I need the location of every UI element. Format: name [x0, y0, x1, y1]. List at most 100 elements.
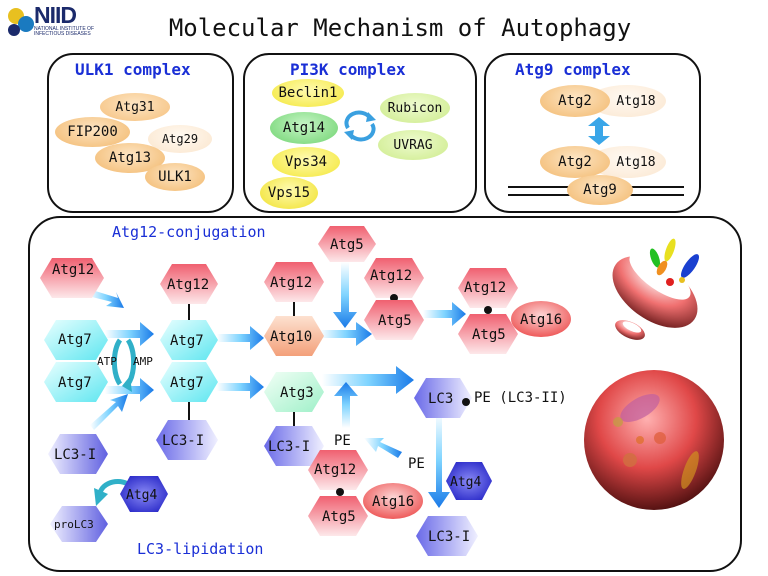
beclin1-label: Beclin1: [278, 85, 338, 101]
uvrag-node: UVRAG: [378, 130, 448, 160]
atg31-label: Atg31: [115, 99, 155, 115]
atg4-b-label: Atg4: [450, 475, 481, 490]
atg13-label: Atg13: [108, 150, 152, 166]
arrow-lc3i-to-atg7: [90, 394, 128, 430]
logo-subtitle: NATIONAL INSTITUTE OF INFECTIOUS DISEASE…: [34, 26, 95, 37]
arrow-lc3-down: [428, 412, 450, 508]
atg5-hex-d: [308, 496, 368, 536]
atg14-label: Atg14: [282, 120, 326, 136]
phagophore-illustration: [612, 238, 700, 340]
pe-lc3ii-label: PE (LC3-II): [474, 390, 567, 406]
rubicon-label: Rubicon: [387, 100, 443, 116]
atg7-b-label: Atg7: [58, 375, 92, 391]
arrow-up-to-atg3: [334, 382, 358, 428]
uvrag-label: UVRAG: [393, 137, 433, 153]
bond-dot: [462, 398, 470, 406]
atg2-bot-label: Atg2: [558, 154, 592, 170]
rubicon-node: Rubicon: [380, 93, 450, 123]
atp-label: ATP: [97, 355, 117, 368]
atg29-node: Atg29: [148, 125, 212, 153]
amp-label: AMP: [133, 355, 153, 368]
prolc3-hex: [50, 506, 108, 542]
atg29-label: Atg29: [161, 132, 199, 146]
atg12-hex-a: [40, 258, 104, 298]
atg12-hex-c: [264, 262, 324, 302]
fip200-label: FIP200: [67, 124, 118, 140]
atg16-a-label: Atg16: [520, 312, 562, 328]
atg5-b-label: Atg5: [378, 313, 412, 329]
atg9-node: Atg9: [567, 175, 633, 205]
atg16-ellipse-b: [363, 483, 423, 519]
atg14-node: Atg14: [270, 112, 338, 144]
logo-text: NIID: [34, 2, 77, 28]
atg12-f-label: Atg12: [314, 462, 356, 478]
vps34-node: Vps34: [272, 147, 340, 177]
niid-logo: [4, 4, 124, 44]
pe-label-b: PE: [408, 456, 425, 472]
lc3-pe-hex: [414, 378, 472, 418]
atg4-a-label: Atg4: [126, 488, 157, 503]
atg7-c-label: Atg7: [170, 333, 204, 349]
atg16-ellipse-a: [511, 301, 571, 337]
prolc3-label: proLC3: [54, 518, 94, 531]
arrow-to-atg3: [217, 375, 264, 399]
pi3k-complex-title: PI3K complex: [290, 60, 406, 79]
arrow-pe-in: [364, 438, 402, 458]
atg12-hex-e: [458, 268, 518, 308]
atg5-hex-b: [364, 300, 424, 340]
ulk1-label: ULK1: [158, 169, 192, 185]
atg12-hex-b: [160, 264, 218, 304]
atg5-hex-a: [318, 226, 376, 262]
atg12-e-label: Atg12: [464, 280, 506, 296]
atg5-hex-c: [458, 314, 518, 354]
atg12-hex-f: [308, 450, 368, 490]
arrow-atg12-to-atg7: [88, 290, 124, 308]
atg12-conjugation-title: Atg12-conjugation: [112, 223, 266, 241]
arrow-to-atg10: [217, 326, 264, 350]
atg3-hex: [264, 372, 324, 412]
atg7-a-label: Atg7: [58, 332, 92, 348]
atg4-hex-b: [446, 462, 492, 500]
atg7-hex-d: [160, 362, 218, 402]
pe-label-a: PE: [334, 433, 351, 449]
arrow-atg5-down: [333, 262, 357, 328]
vps15-node: Vps15: [260, 177, 318, 209]
niid-logo-mark-icon: [8, 8, 34, 36]
bond-dot: [336, 488, 344, 496]
atg5-d-label: Atg5: [322, 509, 356, 525]
atg7-hex-a: [44, 320, 108, 360]
atg9-complex-title: Atg9 complex: [515, 60, 631, 79]
atg7-hex-b: [44, 362, 108, 402]
atg2-top-label: Atg2: [558, 93, 592, 109]
atg12-hex-d: [364, 258, 424, 298]
atg7-hex-c: [160, 320, 218, 360]
atg16-b-label: Atg16: [372, 494, 414, 510]
atg12-c-label: Atg12: [270, 275, 312, 291]
beclin1-node: Beclin1: [272, 79, 344, 107]
page-title: Molecular Mechanism of Autophagy: [168, 14, 632, 42]
lc3i-hex-d: [416, 516, 478, 556]
atp-amp-cycle-icon: [111, 338, 123, 386]
atg12-b-label: Atg12: [167, 277, 209, 293]
lc3i-b-label: LC3-I: [268, 439, 310, 455]
lc3-pe-label: LC3: [428, 391, 453, 407]
atg4-hex-a: [120, 476, 168, 512]
lc3i-c-label: LC3-I: [54, 447, 96, 463]
lc3i-a-label: LC3-I: [162, 433, 204, 449]
atg18-bot-label: Atg18: [616, 154, 656, 170]
ulk1-node: ULK1: [145, 163, 205, 191]
exchange-cycle-icon: [344, 110, 376, 142]
atg12-d-label: Atg12: [370, 268, 412, 284]
atg5-c-label: Atg5: [472, 327, 506, 343]
atg5-a-label: Atg5: [330, 237, 364, 253]
fip200-node: FIP200: [55, 117, 130, 147]
atg2-bot-node: Atg2: [540, 146, 610, 178]
atg3-label: Atg3: [280, 385, 314, 401]
atg10-label: Atg10: [270, 329, 312, 345]
atg31-node: Atg31: [100, 93, 170, 121]
vps34-label: Vps34: [284, 154, 328, 170]
atg2-top-node: Atg2: [540, 85, 610, 117]
vps15-label: Vps15: [267, 185, 311, 201]
atg12-a-label: Atg12: [52, 262, 94, 278]
